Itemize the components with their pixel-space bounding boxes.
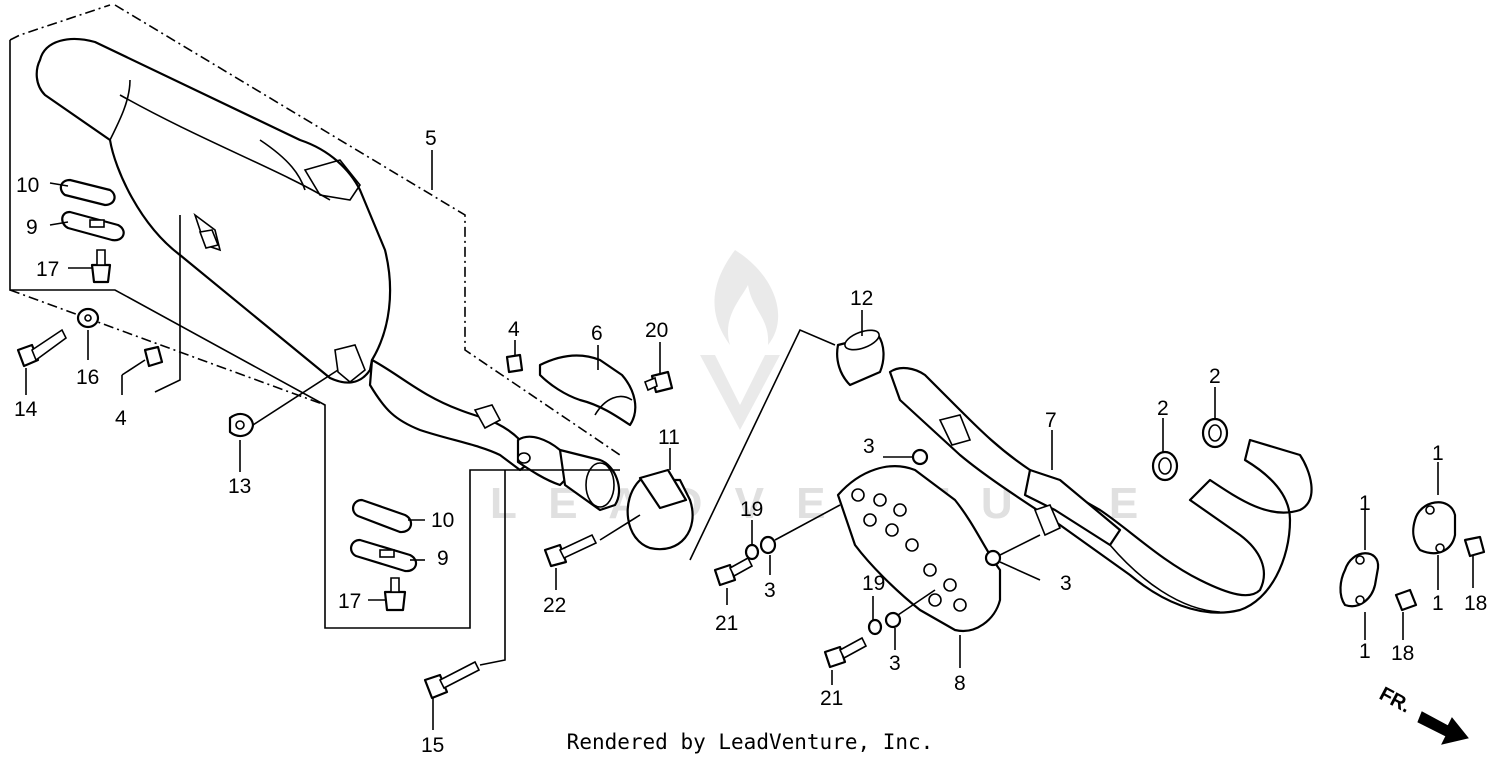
collar-19-upper — [744, 543, 760, 561]
flange-1-right — [1412, 501, 1457, 555]
bolt-14 — [16, 328, 68, 368]
callout-3-lower: 3 — [889, 652, 901, 675]
callout-21-lower: 21 — [820, 687, 843, 710]
washer-16 — [76, 307, 100, 329]
callout-18-right: 18 — [1464, 592, 1487, 615]
bolt-21-upper — [713, 556, 754, 587]
callout-9-upper: 9 — [26, 216, 38, 239]
bolt-15 — [423, 660, 481, 700]
callout-1-bottom-right: 1 — [1432, 592, 1444, 615]
leader-lines — [25, 150, 1474, 730]
callout-4-center: 4 — [508, 318, 520, 341]
bolt-20 — [643, 370, 674, 394]
gasket-2-left — [1151, 450, 1179, 482]
render-credit: Rendered by LeadVenture, Inc. — [566, 730, 934, 754]
clip-4-upper-mount — [198, 229, 220, 249]
callout-3-upper: 3 — [863, 435, 875, 458]
plate-9-upper — [61, 210, 125, 242]
callout-17-upper: 17 — [36, 258, 59, 281]
callout-9-lower: 9 — [437, 547, 449, 570]
callout-4-left: 4 — [115, 407, 127, 430]
clip-4-center — [505, 353, 524, 374]
callout-13: 13 — [228, 475, 251, 498]
callout-19-upper: 19 — [740, 498, 763, 521]
bolt-17-lower — [383, 577, 407, 612]
plate-9-lower — [350, 538, 418, 573]
grommet-3-d — [884, 611, 902, 629]
callout-11: 11 — [658, 426, 680, 449]
heat-shield-8 — [836, 465, 1002, 633]
nut-18-right — [1463, 535, 1486, 558]
callout-8: 8 — [954, 672, 966, 695]
callout-5: 5 — [425, 127, 437, 150]
callout-1-bottom-left: 1 — [1359, 640, 1371, 663]
callout-3-right: 3 — [1060, 572, 1072, 595]
grommet-3-c — [984, 549, 1002, 567]
callout-labels: 10 9 17 16 14 4 5 13 10 9 17 15 4 6 20 1… — [14, 127, 1487, 757]
callout-21-upper: 21 — [715, 612, 738, 635]
callout-22: 22 — [543, 594, 566, 617]
callout-10-upper: 10 — [16, 174, 39, 197]
collar-19-lower — [867, 618, 883, 636]
callout-7: 7 — [1045, 409, 1057, 432]
callout-3-center: 3 — [764, 579, 776, 602]
bolt-21-lower — [823, 636, 868, 669]
callout-14: 14 — [14, 398, 38, 421]
nut-18-left — [1394, 588, 1418, 612]
plate-10-lower — [352, 498, 413, 534]
grommet-3-b — [911, 448, 929, 466]
callout-17-lower: 17 — [338, 590, 361, 613]
heat-guard-6 — [538, 354, 637, 427]
muffler — [35, 38, 621, 512]
callout-2-right: 2 — [1209, 365, 1221, 388]
clip-4-left — [143, 345, 164, 368]
exhaust-pipe-7 — [888, 366, 1313, 614]
gasket-12 — [836, 329, 885, 387]
callout-10-lower: 10 — [431, 509, 454, 532]
bolt-17-upper — [90, 249, 112, 284]
nut-13 — [228, 412, 255, 438]
callout-20: 20 — [645, 319, 668, 342]
callout-1-top-right: 1 — [1432, 442, 1444, 465]
callout-1-top-left: 1 — [1359, 492, 1371, 515]
bolt-22 — [543, 533, 598, 568]
band-clamp-11 — [626, 468, 694, 551]
grommet-3-a — [759, 535, 777, 555]
callout-19-lower: 19 — [862, 572, 885, 595]
callout-16: 16 — [76, 366, 99, 389]
flange-1-left — [1339, 552, 1380, 608]
callout-2-left: 2 — [1157, 397, 1169, 420]
front-direction-label: FR. — [1376, 683, 1415, 718]
callout-18-left: 18 — [1391, 642, 1414, 665]
callout-6: 6 — [591, 322, 603, 345]
callout-15: 15 — [421, 734, 444, 757]
front-arrow-icon — [1417, 711, 1469, 745]
callout-12: 12 — [850, 287, 873, 310]
plate-10-upper — [59, 178, 116, 207]
gasket-2-right — [1201, 417, 1229, 449]
